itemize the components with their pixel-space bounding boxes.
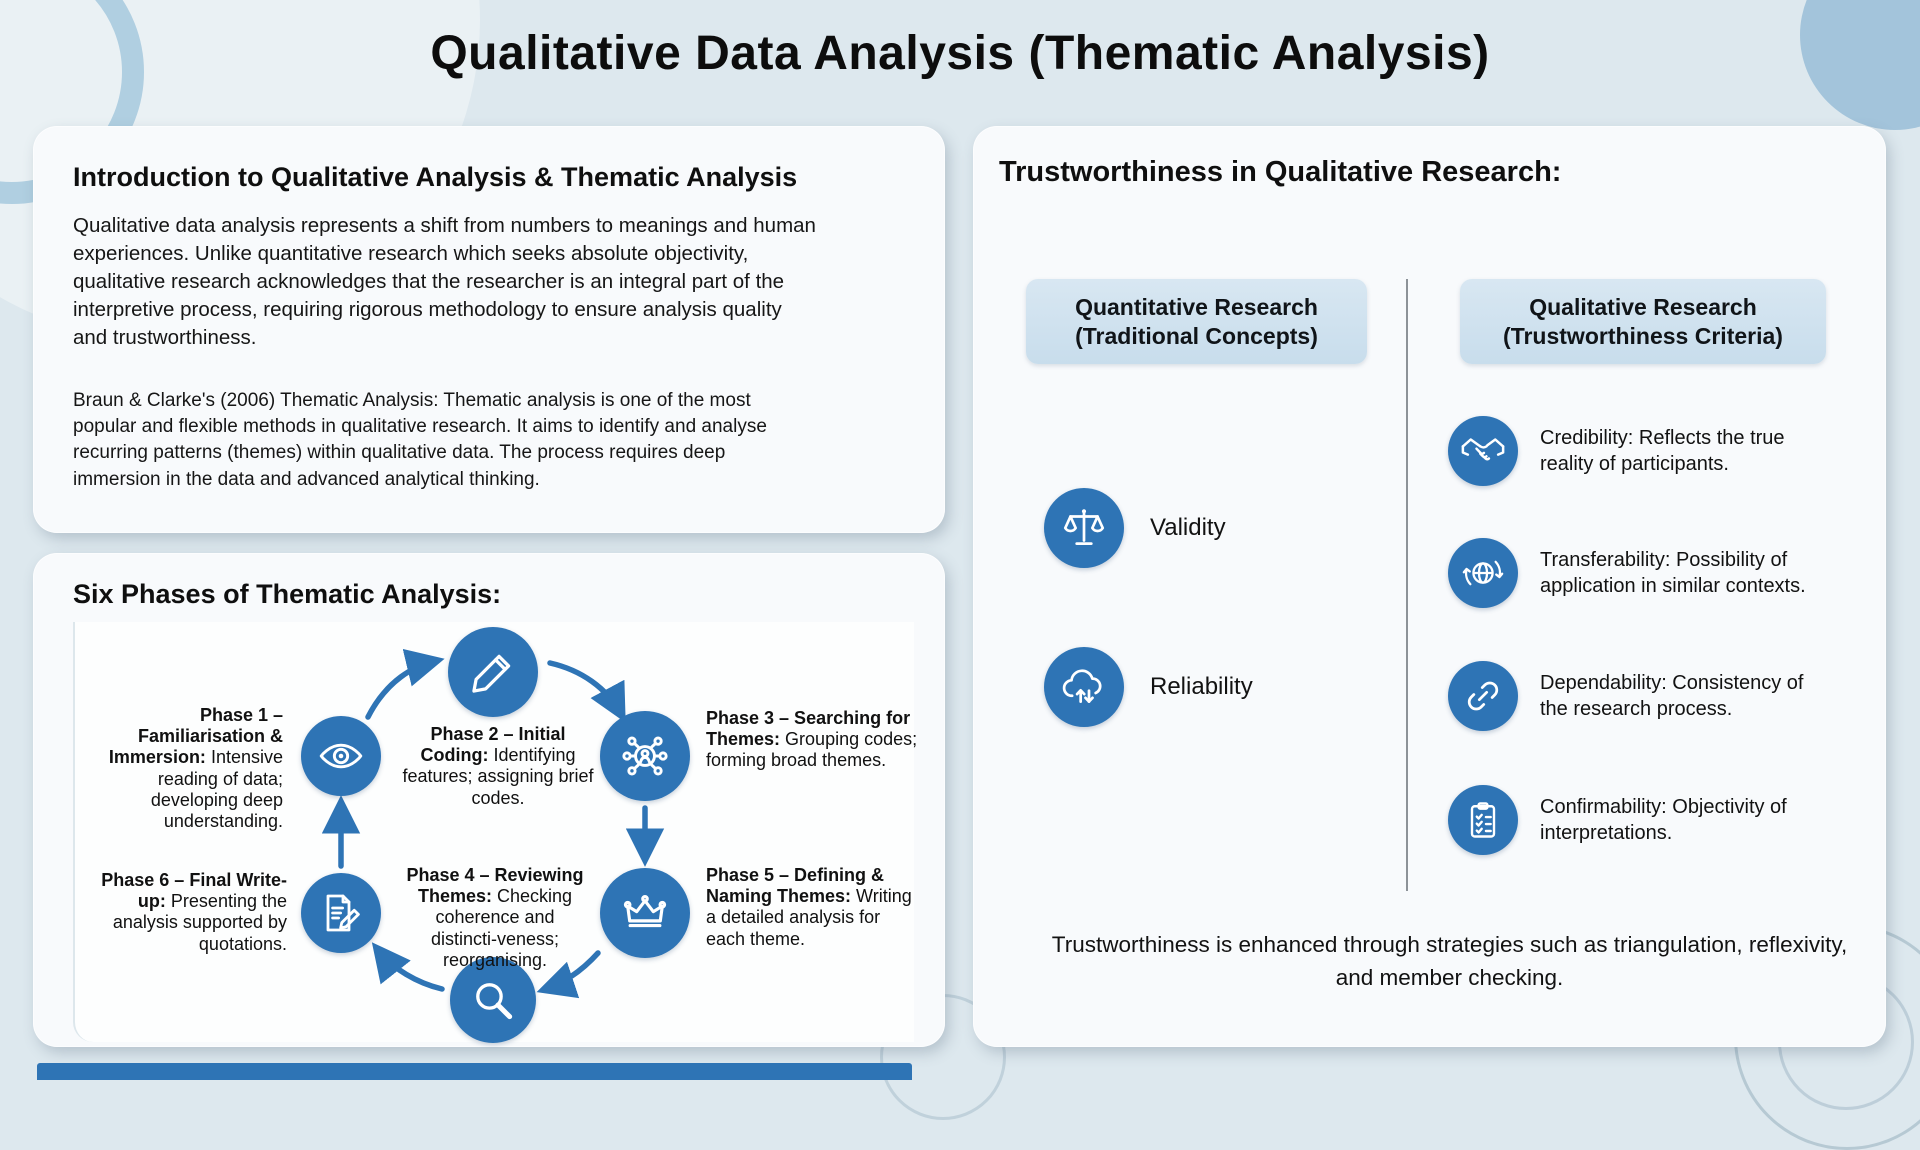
transferability-node bbox=[1448, 538, 1518, 608]
dependability-item: Dependability: Consistency of the resear… bbox=[1448, 661, 1828, 731]
clipboard-check-icon bbox=[1470, 802, 1496, 838]
validity-item: Validity bbox=[1044, 488, 1226, 568]
dependability-node bbox=[1448, 661, 1518, 731]
phase-2-node bbox=[448, 627, 538, 717]
confirmability-node bbox=[1448, 785, 1518, 855]
document-pencil-icon bbox=[326, 894, 360, 932]
reliability-item: Reliability bbox=[1044, 647, 1253, 727]
credibility-label: Credibility: Reflects the true reality o… bbox=[1540, 426, 1785, 475]
trust-heading: Trustworthiness in Qualitative Research: bbox=[999, 156, 1562, 188]
validity-label: Validity bbox=[1150, 514, 1226, 541]
reliability-label: Reliability bbox=[1150, 673, 1253, 700]
confirmability-item: Confirmability: Objectivity of interpret… bbox=[1448, 785, 1828, 855]
handshake-icon bbox=[1461, 438, 1505, 461]
link-icon bbox=[1467, 681, 1499, 711]
bottom-accent-bar bbox=[37, 1063, 912, 1080]
page-title: Qualitative Data Analysis (Thematic Anal… bbox=[430, 27, 1490, 80]
intro-paragraph-1: Qualitative data analysis represents a s… bbox=[73, 214, 816, 350]
phase-1-node bbox=[301, 716, 381, 796]
phase-4-node bbox=[450, 957, 536, 1043]
transferability-label: Transferability: Possibility of applicat… bbox=[1540, 548, 1806, 597]
pencil-icon bbox=[472, 654, 511, 693]
dependability-label: Dependability: Consistency of the resear… bbox=[1540, 671, 1804, 720]
credibility-item: Credibility: Reflects the true reality o… bbox=[1448, 416, 1828, 486]
trust-footer-text: Trustworthiness is enhanced through stra… bbox=[1051, 932, 1848, 990]
intro-heading: Introduction to Qualitative Analysis & T… bbox=[73, 162, 798, 192]
cloud-sync-icon bbox=[1062, 669, 1102, 703]
phases-heading: Six Phases of Thematic Analysis: bbox=[73, 579, 502, 609]
scales-icon bbox=[1063, 509, 1105, 545]
magnifier-icon bbox=[476, 983, 513, 1020]
phase-4-label: Phase 4 – Reviewing Themes: Checking coh… bbox=[406, 865, 584, 970]
phase-3-label: Phase 3 – Searching for Themes: Grouping… bbox=[706, 708, 918, 771]
crown-icon bbox=[623, 894, 667, 928]
validity-node bbox=[1044, 488, 1124, 568]
phase-5-label: Phase 5 – Defining & Naming Themes: Writ… bbox=[706, 865, 912, 949]
network-icon bbox=[622, 736, 668, 776]
reliability-node bbox=[1044, 647, 1124, 727]
globe-sync-icon bbox=[1462, 560, 1504, 586]
quantitative-column-header: Quantitative Research (Traditional Conce… bbox=[1026, 279, 1367, 364]
phase-1-label: Phase 1 – Familiarisation & Immersion: I… bbox=[108, 705, 283, 832]
transferability-item: Transferability: Possibility of applicat… bbox=[1448, 538, 1828, 608]
intro-card: Introduction to Qualitative Analysis & T… bbox=[33, 126, 945, 533]
credibility-node bbox=[1448, 416, 1518, 486]
intro-paragraph-2: Braun & Clarke's (2006) Thematic Analysi… bbox=[73, 390, 767, 490]
six-phases-cycle-diagram: Phase 1 – Familiarisation & Immersion: I… bbox=[73, 622, 917, 1043]
phase-6-node bbox=[301, 873, 381, 953]
phases-card: Six Phases of Thematic Analysis: bbox=[33, 553, 945, 1047]
qualitative-column-header: Qualitative Research (Trustworthiness Cr… bbox=[1460, 279, 1826, 364]
phase-6-label: Phase 6 – Final Write-up: Presenting the… bbox=[101, 870, 287, 954]
phase-2-label: Phase 2 – Initial Coding: Identifying fe… bbox=[402, 724, 594, 808]
cycle-arrows bbox=[321, 648, 665, 999]
eye-icon bbox=[319, 743, 363, 769]
phase-5-node bbox=[600, 868, 690, 958]
confirmability-label: Confirmability: Objectivity of interpret… bbox=[1540, 795, 1787, 844]
trust-card: Trustworthiness in Qualitative Research:… bbox=[973, 126, 1886, 1047]
phase-3-node bbox=[600, 711, 690, 801]
column-divider bbox=[1406, 279, 1408, 891]
